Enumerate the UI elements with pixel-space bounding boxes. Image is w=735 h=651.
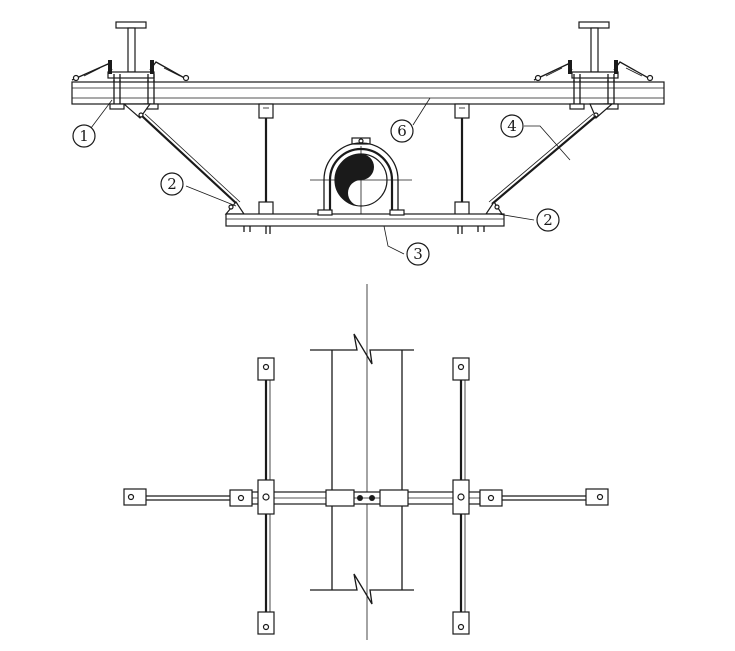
callout-1: 1 (72, 124, 96, 148)
svg-text:2: 2 (543, 211, 553, 229)
diagonal-braces (141, 113, 597, 205)
bottom-channel-beam (225, 213, 505, 234)
pipe-clamp (310, 137, 412, 216)
callout-3: 3 (406, 242, 430, 266)
callout-2-left: 2 (160, 172, 184, 196)
svg-text:3: 3 (413, 245, 423, 263)
hanger-rods (258, 103, 470, 217)
svg-text:1: 1 (79, 127, 89, 145)
cross-node-right (452, 479, 503, 515)
anchor-plate-top-left (257, 357, 275, 381)
anchor-plate-bottom-left (257, 611, 275, 635)
pipe-plan (310, 333, 414, 605)
plan-view (123, 284, 609, 640)
anchor-plate-top-right (452, 357, 470, 381)
left-i-beam (107, 21, 155, 79)
anchor-plate-bottom-right (452, 611, 470, 635)
right-i-beam (571, 21, 619, 79)
anchor-plate-right (585, 488, 609, 506)
svg-text:2: 2 (167, 175, 177, 193)
leader-lines (87, 97, 571, 255)
elevation-view: 1 6 4 2 2 3 (71, 21, 665, 266)
svg-text:4: 4 (507, 117, 517, 135)
svg-text:6: 6 (397, 122, 407, 140)
horizontal-brace (146, 489, 586, 507)
anchor-plate-left (123, 488, 147, 506)
upper-brackets (122, 103, 614, 119)
cross-node-left (229, 479, 275, 515)
callout-2-right: 2 (536, 208, 560, 232)
callout-4: 4 (500, 114, 524, 138)
callout-6: 6 (390, 119, 414, 143)
top-channel-beam (71, 80, 665, 110)
